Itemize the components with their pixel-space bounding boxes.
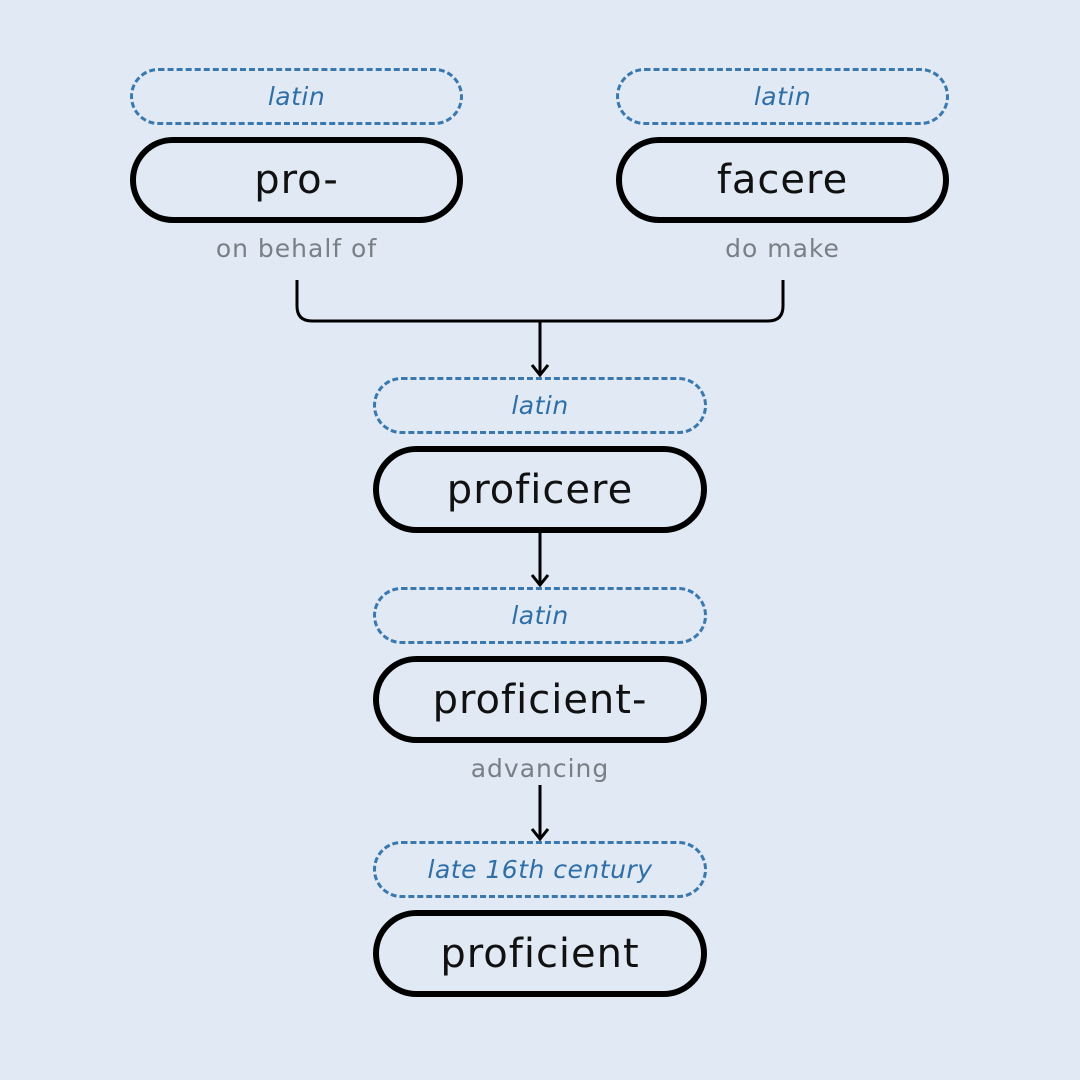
facere-language-tag: latin — [616, 68, 949, 125]
pro-language-tag: latin — [130, 68, 463, 125]
proficient-stem-word-box: proficient- — [373, 656, 707, 743]
proficient-stem-language-tag: latin — [373, 587, 707, 644]
pro-word-box: pro- — [130, 137, 463, 223]
pro-meaning: on behalf of — [215, 234, 378, 263]
proficient-word-box: proficient — [373, 910, 707, 997]
proficere-language-tag: latin — [373, 377, 707, 434]
merge-bracket — [295, 280, 785, 323]
facere-word-box: facere — [616, 137, 949, 223]
facere-meaning: do make — [725, 234, 840, 263]
proficient-stem-meaning: advancing — [470, 754, 610, 783]
proficient-language-tag: late 16th century — [373, 841, 707, 898]
proficere-word-box: proficere — [373, 446, 707, 533]
